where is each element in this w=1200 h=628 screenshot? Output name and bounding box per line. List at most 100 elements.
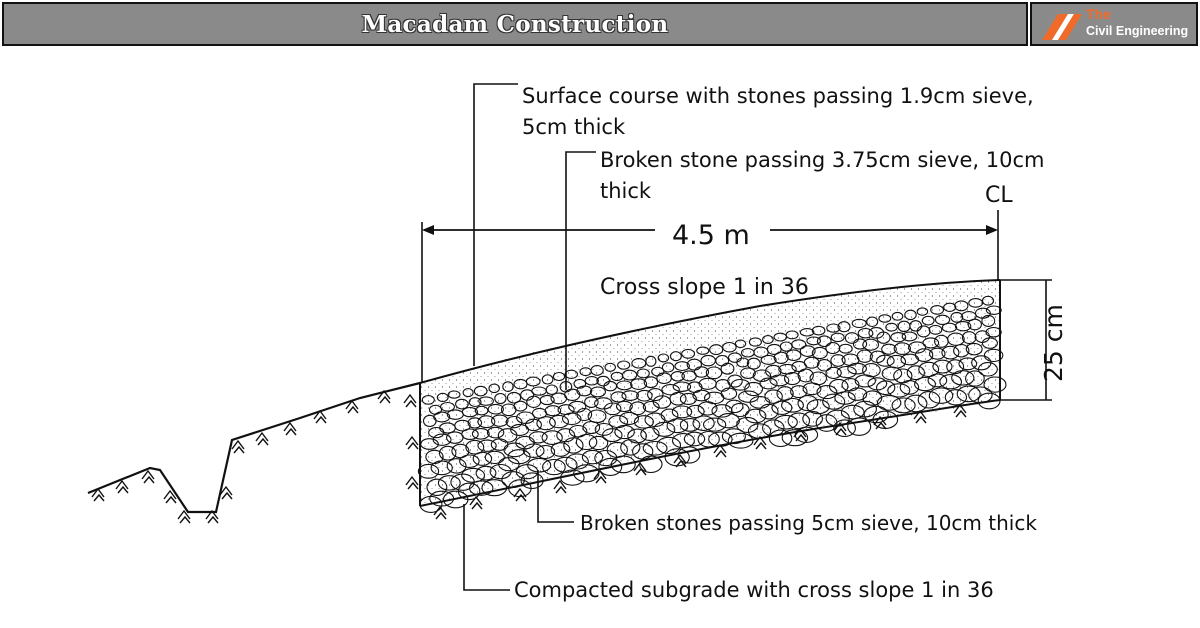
- grass-mark: [405, 399, 417, 408]
- stone: [594, 422, 614, 436]
- stone: [436, 392, 449, 403]
- stone: [748, 337, 762, 347]
- grass-mark: [345, 399, 359, 410]
- stone: [736, 416, 759, 433]
- stone: [417, 463, 440, 479]
- stone: [630, 378, 648, 390]
- stone: [647, 388, 664, 402]
- stone: [826, 323, 841, 333]
- stone: [799, 345, 816, 357]
- stone: [426, 478, 448, 496]
- label-depth: 25 cm: [1039, 304, 1068, 382]
- stone: [421, 395, 435, 405]
- stone: [961, 331, 977, 345]
- grass-mark: [231, 439, 245, 450]
- grass-mark: [179, 515, 191, 524]
- stone: [679, 392, 697, 405]
- stone: [928, 324, 943, 335]
- stone: [876, 354, 895, 367]
- stone: [556, 428, 576, 443]
- label-centerline: CL: [985, 183, 1013, 208]
- grass-mark: [555, 485, 567, 494]
- macadam-cross-section-diagram: Surface course with stones passing 1.9cm…: [87, 83, 1068, 602]
- stone: [736, 357, 750, 368]
- natural-ground-line: [87, 381, 421, 514]
- label-width: 4.5 m: [672, 220, 750, 251]
- stone: [629, 401, 647, 416]
- stone: [677, 446, 701, 464]
- stone: [916, 307, 929, 316]
- stone: [876, 380, 896, 396]
- stone: [461, 428, 479, 440]
- stone: [857, 327, 874, 339]
- stone: [621, 369, 638, 381]
- stone: [928, 387, 954, 404]
- stone: [573, 464, 600, 483]
- stone: [927, 373, 948, 388]
- grass-mark: [915, 415, 927, 424]
- leader-subgrade: [463, 504, 510, 591]
- stone: [692, 415, 715, 431]
- grass-mark: [955, 409, 967, 418]
- grass-mark: [205, 509, 219, 520]
- stone: [522, 443, 545, 458]
- stone: [433, 411, 451, 423]
- stone: [722, 341, 737, 353]
- grass-mark: [91, 487, 105, 498]
- stone: [847, 362, 867, 375]
- grass-mark: [143, 475, 155, 484]
- stone: [432, 433, 452, 446]
- stone: [774, 414, 798, 430]
- stone: [965, 370, 985, 387]
- stone: [642, 400, 660, 413]
- stone: [720, 387, 738, 400]
- stone: [893, 342, 911, 355]
- stone: [686, 404, 705, 419]
- stone: [645, 355, 657, 367]
- stone: [584, 376, 599, 386]
- stone: [783, 372, 801, 386]
- stone: [759, 403, 779, 420]
- stone: [825, 366, 842, 380]
- stone: [727, 432, 754, 449]
- stone: [621, 390, 639, 401]
- stone: [610, 455, 636, 474]
- stone: [939, 374, 963, 390]
- logo-text-name: Civil Engineering: [1086, 24, 1189, 38]
- grass-mark: [405, 475, 419, 486]
- stone: [587, 409, 607, 424]
- stone: [891, 311, 904, 321]
- grass-mark: [435, 511, 447, 520]
- grass-mark: [255, 431, 269, 442]
- stone: [727, 374, 743, 388]
- stone: [863, 405, 889, 424]
- stone: [674, 361, 690, 372]
- stone: [576, 385, 593, 397]
- stone: [702, 417, 727, 432]
- stone: [491, 414, 509, 427]
- stone: [683, 431, 706, 447]
- stone: [603, 402, 622, 416]
- stone: [876, 395, 902, 411]
- stone: [575, 433, 598, 451]
- stone: [437, 475, 461, 491]
- stone: [594, 449, 618, 467]
- grass-mark: [207, 515, 219, 524]
- stone: [610, 391, 627, 403]
- stone: [576, 407, 593, 422]
- grass-mark: [283, 421, 297, 432]
- stone: [844, 332, 860, 344]
- stone: [981, 337, 998, 349]
- stone: [734, 339, 747, 349]
- stone: [438, 445, 457, 461]
- stone: [640, 426, 660, 442]
- stone: [503, 442, 526, 458]
- stone: [785, 330, 799, 340]
- stone: [468, 397, 482, 408]
- stone: [941, 322, 958, 333]
- stone: [862, 338, 880, 351]
- stone: [477, 415, 496, 429]
- grass-mark: [257, 437, 269, 446]
- stone: [457, 482, 481, 501]
- stone: [544, 405, 562, 417]
